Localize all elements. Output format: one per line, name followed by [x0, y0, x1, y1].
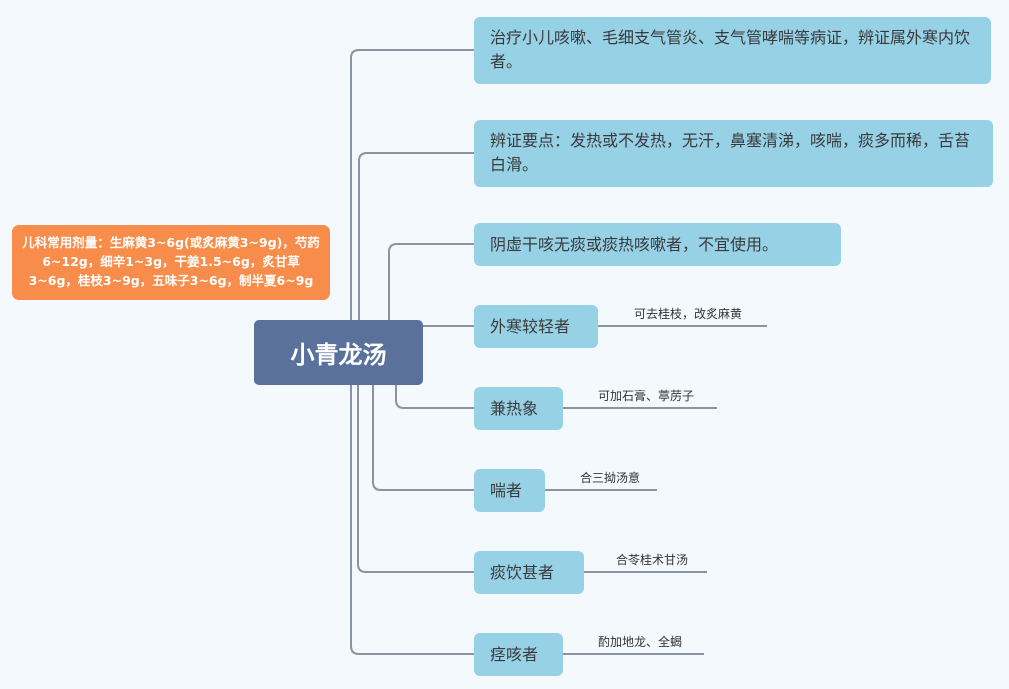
note-mild-cold: 可去桂枝，改炙麻黄	[634, 307, 743, 321]
branch-label: 痉咳者	[490, 644, 539, 664]
branch-label: 阴虚干咳无痰或痰热咳嗽者，不宜使用。	[490, 234, 779, 254]
branch-label: 兼热象	[490, 398, 539, 418]
dosage-note[interactable]: 儿科常用剂量：生麻黄3~6g(或炙麻黄3~9g)，芍药6~12g，细辛1~3g，…	[12, 225, 330, 300]
branch-label: 喘者	[490, 480, 523, 500]
branch-wheezing[interactable]: 喘者	[474, 469, 545, 512]
branch-indication[interactable]: 治疗小儿咳嗽、毛细支气管炎、支气管哮喘等病证，辨证属外寒内饮者。	[474, 17, 991, 84]
branch-phlegm[interactable]: 痰饮甚者	[474, 551, 584, 594]
branch-label: 痰饮甚者	[490, 562, 555, 582]
branch-label: 治疗小儿咳嗽、毛细支气管炎、支气管哮喘等病证，辨证属外寒内饮者。	[490, 28, 971, 71]
dosage-text: 儿科常用剂量：生麻黄3~6g(或炙麻黄3~9g)，芍药6~12g，细辛1~3g，…	[22, 235, 320, 288]
root-node[interactable]: 小青龙汤	[254, 320, 423, 385]
branch-label: 辨证要点：发热或不发热，无汗，鼻塞清涕，咳喘，痰多而稀，舌苔白滑。	[490, 131, 971, 174]
branch-mild-cold[interactable]: 外寒较轻者	[474, 305, 598, 348]
note-phlegm: 合苓桂术甘汤	[616, 553, 689, 567]
branch-label: 外寒较轻者	[490, 316, 571, 336]
branch-key-points[interactable]: 辨证要点：发热或不发热，无汗，鼻塞清涕，咳喘，痰多而稀，舌苔白滑。	[474, 120, 993, 187]
note-spasmodic-cough: 酌加地龙、全蝎	[598, 635, 683, 649]
root-label: 小青龙汤	[290, 341, 387, 369]
branch-heat[interactable]: 兼热象	[474, 387, 563, 430]
branch-contraindication[interactable]: 阴虚干咳无痰或痰热咳嗽者，不宜使用。	[474, 223, 841, 266]
note-heat: 可加石膏、葶苈子	[598, 389, 695, 403]
branch-spasmodic-cough[interactable]: 痉咳者	[474, 633, 563, 676]
note-wheezing: 合三拗汤意	[580, 471, 641, 485]
